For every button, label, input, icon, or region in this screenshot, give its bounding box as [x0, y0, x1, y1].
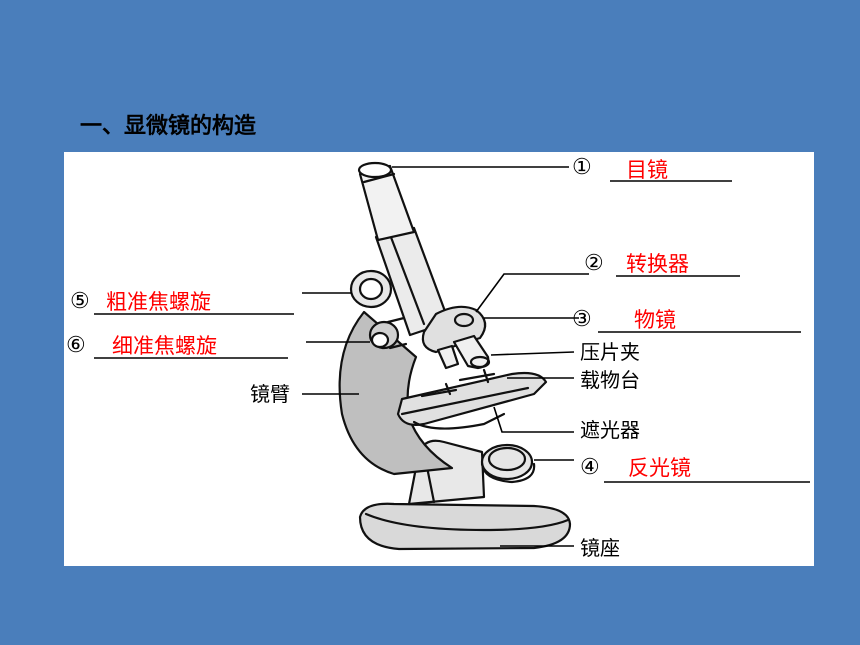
leader-diaphragm — [493, 406, 574, 433]
base-shape — [358, 502, 572, 551]
answer-nosepiece: 转换器 — [626, 252, 689, 276]
number-fine: ⑥ — [66, 333, 86, 358]
answer-mirror: 反光镜 — [628, 456, 691, 480]
number-nosepiece: ② — [584, 251, 604, 276]
microscope-illustration — [94, 161, 810, 551]
number-mirror: ④ — [580, 455, 600, 480]
answer-eyepiece: 目镜 — [626, 158, 668, 182]
answer-coarse: 粗准焦螺旋 — [106, 290, 211, 314]
answer-objective: 物镜 — [634, 308, 676, 332]
number-objective: ③ — [572, 307, 592, 332]
leader-nosepiece — [475, 273, 589, 313]
diagram-panel: ① 目镜 ② 转换器 ③ 物镜 压片夹 载物台 遮光器 ④ 反光镜 镜座 ⑤ 粗… — [64, 152, 814, 566]
label-base: 镜座 — [580, 536, 620, 560]
leader-stage-clip — [490, 351, 575, 356]
answer-fine: 细准焦螺旋 — [112, 334, 217, 358]
label-diaphragm: 遮光器 — [580, 418, 640, 442]
label-stage: 载物台 — [580, 368, 640, 392]
mirror-shape — [480, 443, 534, 481]
number-coarse: ⑤ — [70, 289, 90, 314]
number-eyepiece: ① — [572, 155, 592, 180]
label-arm: 镜臂 — [250, 382, 290, 406]
label-stage-clip: 压片夹 — [580, 340, 640, 364]
page-title: 一、显微镜的构造 — [80, 114, 257, 139]
